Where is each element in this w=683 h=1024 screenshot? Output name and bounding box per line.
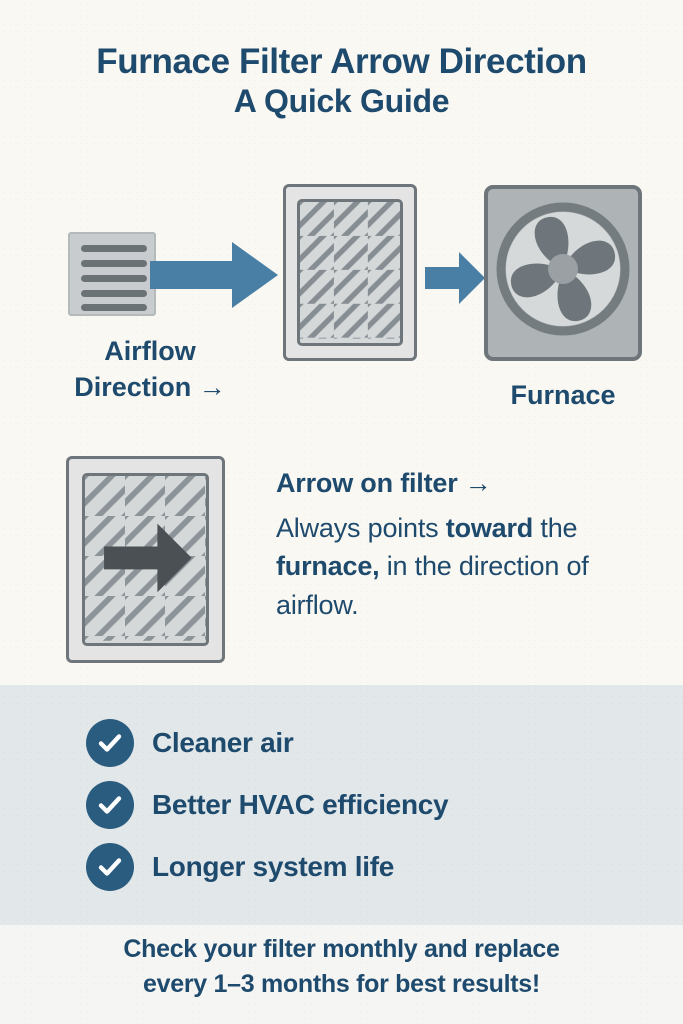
footer-line-2: every 1–3 months for best results! — [143, 969, 540, 998]
furnace-fan-icon — [484, 185, 642, 361]
explainer-heading: Arrow on filter → — [276, 468, 492, 498]
airflow-label-line-2: Direction → — [74, 371, 226, 402]
footer-background-band — [0, 925, 683, 1024]
direction-arrow-glyph — [104, 523, 192, 593]
arrow-explainer-text: Arrow on filter → Always points toward t… — [276, 468, 666, 624]
filter-mesh-pattern — [300, 202, 400, 339]
check-circle-icon — [86, 781, 134, 829]
airflow-arrow-small-icon — [425, 252, 485, 304]
airflow-direction-label: Airflow Direction → — [40, 334, 260, 405]
air-filter-icon — [283, 184, 417, 361]
explainer-body: Always points toward the furnace, in the… — [276, 509, 666, 624]
vent-grille-icon — [68, 232, 156, 316]
explainer-bold-furnace: furnace, — [276, 551, 380, 582]
filter-mesh-area — [297, 199, 403, 346]
airflow-label-line-1: Airflow — [104, 336, 196, 366]
footer-note: Check your filter monthly and replace ev… — [0, 932, 683, 1001]
furnace-label: Furnace — [510, 380, 616, 410]
page-title: Furnace Filter Arrow Direction A Quick G… — [0, 42, 683, 121]
filter-mesh-area-2 — [82, 473, 209, 646]
fan-graphic — [496, 202, 630, 336]
benefit-label: Cleaner air — [152, 727, 294, 758]
benefit-item-system-life: Longer system life — [86, 843, 683, 891]
explainer-body-part-2: the — [533, 513, 578, 543]
filter-direction-arrow-icon — [66, 456, 225, 663]
benefit-item-hvac-efficiency: Better HVAC efficiency — [86, 781, 683, 829]
check-circle-icon — [86, 843, 134, 891]
benefits-list: Cleaner air Better HVAC efficiency Longe… — [0, 685, 683, 925]
explainer-bold-toward: toward — [445, 513, 534, 543]
explainer-body-part-3: in the direction of airflow. — [276, 551, 589, 620]
title-line-2: A Quick Guide — [233, 83, 450, 120]
explainer-body-part-1: Always points — [276, 513, 446, 543]
benefit-label: Better HVAC efficiency — [152, 789, 449, 820]
footer-line-1: Check your filter monthly and replace — [123, 935, 560, 963]
benefit-item-cleaner-air: Cleaner air — [86, 719, 683, 767]
airflow-arrow-large-icon — [150, 242, 278, 308]
benefit-label: Longer system life — [152, 851, 395, 882]
check-circle-icon — [86, 719, 134, 767]
title-line-1: Furnace Filter Arrow Direction — [96, 42, 587, 81]
